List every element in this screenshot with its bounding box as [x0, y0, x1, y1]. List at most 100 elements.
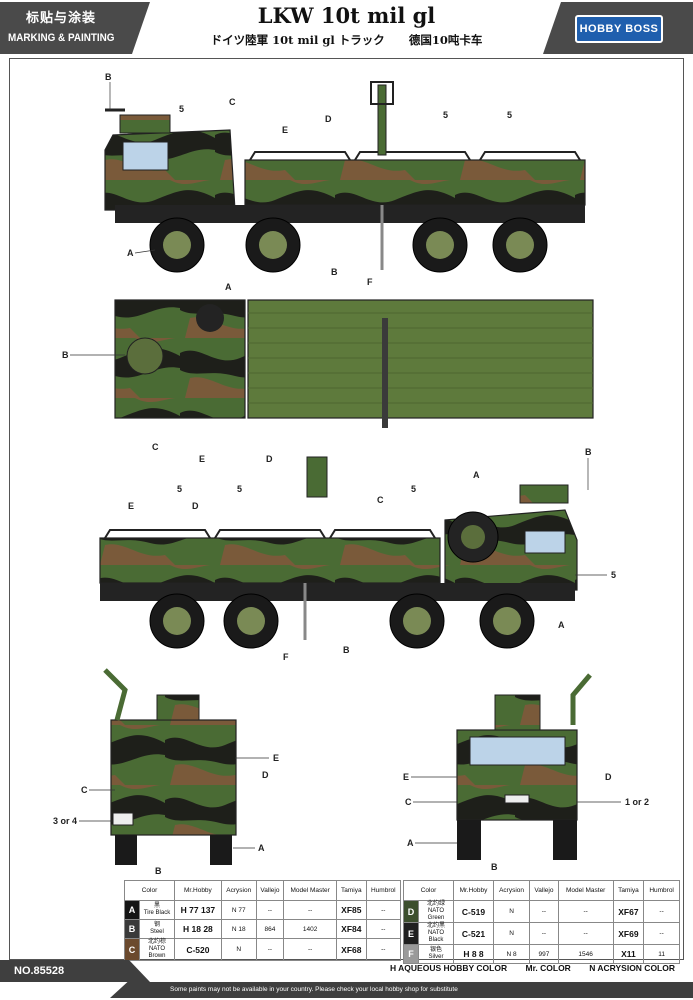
tamiya-code: XF69: [612, 922, 645, 945]
header-cn-label: 标贴与涂装: [26, 11, 97, 26]
color-key: D: [403, 900, 419, 923]
humbrol-code: 11: [643, 944, 680, 964]
subtitle-cn: 德国10吨卡车: [408, 33, 483, 47]
acrysion-code: N 18: [220, 919, 257, 939]
callout-b: B: [491, 862, 498, 872]
callout-5: 5: [179, 104, 184, 114]
callout-e: E: [128, 501, 134, 511]
color-key: A: [124, 900, 140, 920]
color-table-left: Color Mr.Hobby Acrysion Vallejo Model Ma…: [124, 880, 402, 961]
callout-5: 5: [237, 484, 242, 494]
callout-5: 5: [443, 110, 448, 120]
paint-disclaimer: Some paints may not be available in your…: [110, 982, 693, 998]
callout-c: C: [229, 97, 236, 107]
humbrol-code: --: [643, 900, 680, 923]
col-humbrol: Humbrol: [365, 880, 402, 901]
paint-legend: H AQUEOUS HOBBY COLOR Mr. COLOR N ACRYSI…: [374, 963, 675, 973]
callout-5: 5: [177, 484, 182, 494]
col-color: Color: [124, 880, 175, 901]
humbrol-code: --: [365, 938, 402, 961]
header-en-label: MARKING & PAINTING: [8, 32, 115, 44]
humbrol-code: --: [365, 919, 402, 939]
header-right-tab: HOBBY BOSS: [543, 2, 693, 54]
callout-a: A: [225, 282, 232, 292]
humbrol-code: --: [365, 900, 402, 920]
mrhobby-code: H 77 137: [174, 900, 222, 920]
col-mrhobby: Mr.Hobby: [174, 880, 222, 901]
tamiya-code: XF84: [336, 919, 367, 939]
truck-top-view: A B C E D: [62, 282, 594, 464]
callout-a: A: [473, 470, 480, 480]
tamiya-code: XF68: [336, 938, 367, 961]
col-model-master: Model Master: [283, 880, 338, 901]
model-master-code: 1546: [557, 944, 614, 964]
callout-a: A: [258, 843, 265, 853]
mrhobby-code: C-519: [453, 900, 494, 923]
callout-5: 5: [507, 110, 512, 120]
callout-b: B: [343, 645, 350, 655]
callout-e: E: [282, 125, 288, 135]
truck-side-view-right: B A C 5 E 5 D 5 5 A B F: [99, 447, 616, 662]
vallejo-code: --: [529, 900, 559, 923]
vallejo-code: 864: [255, 919, 285, 939]
mrhobby-code: C-520: [174, 938, 222, 961]
callout-c: C: [377, 495, 384, 505]
header-left-tab: 标贴与涂装 MARKING & PAINTING: [0, 2, 150, 54]
callout-b: B: [155, 866, 162, 876]
callout-b: B: [585, 447, 592, 457]
callout-e: E: [273, 753, 279, 763]
callout-d: D: [266, 454, 273, 464]
brand-logo: HOBBY BOSS: [575, 15, 663, 43]
tamiya-code: XF85: [336, 900, 367, 920]
page-subtitle: ドイツ陸軍 10t mil gl トラック 德国10吨卡车: [150, 32, 543, 48]
col-vallejo: Vallejo: [255, 880, 285, 901]
callout-b: B: [105, 72, 112, 82]
callout-f: F: [283, 652, 289, 662]
tamiya-code: XF67: [612, 900, 645, 923]
model-master-code: 1402: [283, 919, 338, 939]
model-master-code: --: [557, 922, 614, 945]
callout-e: E: [403, 772, 409, 782]
table-header-row: Color Mr.Hobby Acrysion Vallejo Model Ma…: [124, 880, 402, 901]
callout-5: 5: [411, 484, 416, 494]
legend-acrysion: N ACRYSION COLOR: [589, 963, 675, 973]
col-tamiya: Tamiya: [612, 880, 645, 901]
col-humbrol: Humbrol: [643, 880, 680, 901]
model-master-code: --: [283, 938, 338, 961]
col-mrhobby: Mr.Hobby: [453, 880, 494, 901]
acrysion-code: N 8: [492, 944, 531, 964]
humbrol-code: --: [643, 922, 680, 945]
callout-c: C: [81, 785, 88, 795]
callout-e: E: [199, 454, 205, 464]
legend-mr-color: Mr. COLOR: [525, 963, 571, 973]
callout-c: C: [152, 442, 159, 452]
callout-1or2: 1 or 2: [625, 797, 649, 807]
callout-f: F: [367, 277, 373, 287]
acrysion-code: N 77: [220, 900, 257, 920]
callout-d: D: [262, 770, 269, 780]
truck-front-view: E D C 1 or 2 A B: [403, 673, 649, 872]
mrhobby-code: H 8 8: [453, 944, 494, 964]
callout-3or4: 3 or 4: [53, 816, 77, 826]
kit-number: NO.85528: [0, 960, 150, 982]
model-master-code: --: [557, 900, 614, 923]
col-vallejo: Vallejo: [529, 880, 559, 901]
acrysion-code: N: [220, 938, 257, 961]
color-key: E: [403, 922, 419, 945]
acrysion-code: N: [492, 900, 531, 923]
vallejo-code: --: [255, 900, 285, 920]
callout-d: D: [325, 114, 332, 124]
truck-side-view-left: B 5 C E D 5 5 A B F: [104, 72, 586, 287]
callout-d: D: [192, 501, 199, 511]
vallejo-code: 997: [529, 944, 559, 964]
legend-aqueous: H AQUEOUS HOBBY COLOR: [389, 963, 508, 973]
page-title: LKW 10t mil gl: [257, 3, 436, 28]
